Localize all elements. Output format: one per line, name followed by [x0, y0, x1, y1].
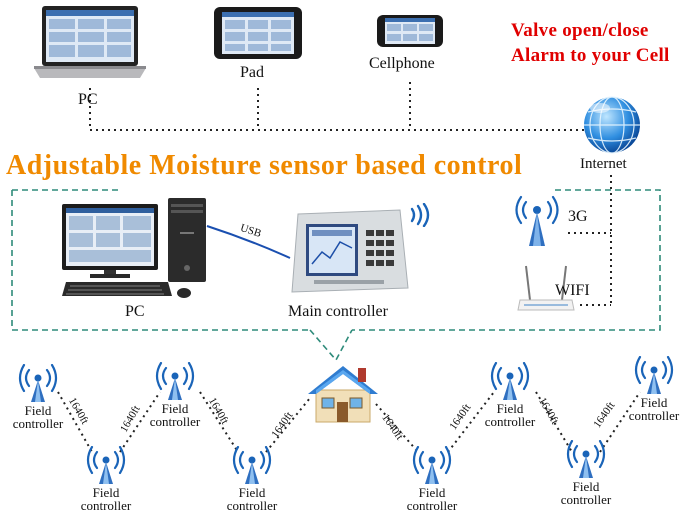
- field-controller-line2: controller: [80, 498, 132, 513]
- field-antenna-icon: [16, 363, 60, 409]
- field-controller-line1: Field: [640, 395, 668, 410]
- field-antenna-icon: [632, 355, 676, 401]
- desktop-pc-icon: [62, 198, 206, 298]
- field-antenna-icon: [230, 445, 274, 491]
- wireless-signal-icon: [410, 203, 430, 227]
- pad-label: Pad: [240, 64, 264, 81]
- wifi-router-icon: [517, 265, 575, 311]
- field-controller-line1: Field: [161, 401, 189, 416]
- field-antenna-icon: [488, 361, 532, 407]
- field-antenna-icon: [84, 445, 128, 491]
- field-controller-line2: controller: [406, 498, 458, 513]
- field-controller-line2: controller: [226, 498, 278, 513]
- main-controller-label: Main controller: [288, 303, 388, 320]
- headline: Adjustable Moisture sensor based control: [6, 150, 523, 181]
- field-controller-line1: Field: [238, 485, 266, 500]
- tablet-icon: [214, 7, 302, 59]
- 3g-label: 3G: [568, 208, 588, 225]
- pc-top-label: PC: [78, 91, 98, 108]
- cellphone-icon: [377, 15, 443, 47]
- field-antenna-icon: [564, 439, 608, 485]
- pc-label: PC: [125, 303, 145, 320]
- field-controller-line1: Field: [496, 401, 524, 416]
- field-controller-line1: Field: [572, 479, 600, 494]
- field-controller-line1: Field: [418, 485, 446, 500]
- field-controller-line1: Field: [92, 485, 120, 500]
- field-controller-line2: controller: [628, 408, 680, 423]
- field-antenna-icon: [153, 361, 197, 407]
- main-controller-icon: [291, 209, 409, 293]
- field-antenna-icon: [410, 445, 454, 491]
- field-controller-line2: controller: [560, 492, 612, 507]
- house-icon: [308, 366, 378, 423]
- globe-icon: [584, 96, 640, 154]
- field-controller-line2: controller: [484, 414, 536, 429]
- alert-line-2: Alarm to your Cell: [511, 45, 670, 66]
- alert-line-1: Valve open/close: [511, 20, 649, 41]
- cellphone-label: Cellphone: [369, 55, 435, 72]
- wifi-label: WIFI: [555, 282, 590, 299]
- 3g-tower-icon: [515, 195, 559, 246]
- internet-label: Internet: [580, 156, 627, 172]
- laptop-icon: [34, 6, 146, 78]
- field-controller-line2: controller: [12, 416, 64, 431]
- field-controller-line1: Field: [24, 403, 52, 418]
- field-controller-line2: controller: [149, 414, 201, 429]
